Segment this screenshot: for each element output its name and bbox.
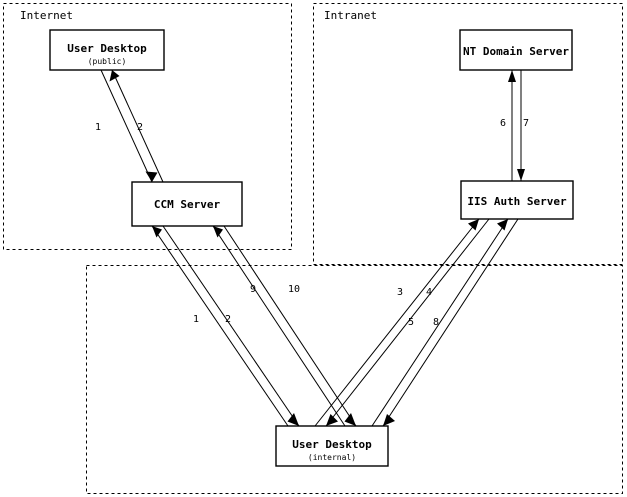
flow-internal-desktop-iis-second xyxy=(371,218,519,427)
step-label-7: 7 xyxy=(523,118,529,129)
step-label-6: 6 xyxy=(500,118,506,129)
arrow-head-step-9 xyxy=(213,226,223,238)
flow-line-step-3 xyxy=(314,218,480,427)
zone-intranet-boundary xyxy=(313,3,623,265)
step-label-10: 10 xyxy=(288,284,300,295)
arrow-head-step-3 xyxy=(468,219,479,231)
node-user-desktop-internal-label: User Desktop xyxy=(292,438,372,451)
node-ccm-server-box[interactable] xyxy=(131,181,243,227)
flow-iis-nt-domain xyxy=(508,70,525,181)
zone-internal-group xyxy=(86,265,623,494)
node-ccm-server[interactable]: CCM Server xyxy=(131,181,243,227)
node-user-desktop-internal-box[interactable] xyxy=(275,425,389,467)
node-user-desktop-public-sublabel: (public) xyxy=(88,57,127,66)
node-iis-auth-server-label: IIS Auth Server xyxy=(467,195,567,208)
arrow-head-step-1-public xyxy=(145,171,158,182)
flow-line-step-4 xyxy=(325,218,490,427)
flow-line-step-10 xyxy=(223,225,357,427)
step-labels-group: 1 2 1 2 9 10 3 4 5 8 6 7 xyxy=(95,118,529,328)
step-label-4: 4 xyxy=(426,287,432,298)
step-label-3: 3 xyxy=(397,287,403,298)
flow-line-step-8 xyxy=(382,218,519,427)
node-user-desktop-internal[interactable]: User Desktop (internal) xyxy=(275,425,389,467)
arrow-head-step-6 xyxy=(508,70,516,82)
node-user-desktop-internal-sublabel: (internal) xyxy=(308,453,356,462)
node-ccm-server-label: CCM Server xyxy=(154,198,221,211)
flow-line-step-1-internal xyxy=(151,225,289,427)
node-nt-domain-server-box[interactable] xyxy=(459,29,573,71)
node-iis-auth-server[interactable]: IIS Auth Server xyxy=(460,180,574,220)
node-user-desktop-public-box[interactable] xyxy=(49,29,165,71)
node-user-desktop-public-label: User Desktop xyxy=(67,42,147,55)
flow-internal-desktop-iis-first xyxy=(314,218,490,427)
node-user-desktop-public[interactable]: User Desktop (public) xyxy=(49,29,165,71)
zone-internal-boundary xyxy=(86,265,623,494)
arrow-head-step-2-public xyxy=(109,70,120,82)
arrow-head-step-10 xyxy=(344,413,356,426)
flow-line-step-5 xyxy=(371,218,509,427)
arrow-head-step-5 xyxy=(497,219,508,231)
arrow-head-step-4 xyxy=(326,414,338,426)
arrow-head-step-8 xyxy=(383,414,395,426)
flow-line-step-2-internal xyxy=(162,225,300,427)
zone-intranet-group: Intranet xyxy=(313,3,623,265)
flow-line-step-9 xyxy=(212,225,346,427)
flow-line-step-1-public xyxy=(100,69,153,183)
node-iis-auth-server-box[interactable] xyxy=(460,180,574,220)
zone-intranet-label: Intranet xyxy=(324,9,377,22)
node-nt-domain-server-label: NT Domain Server xyxy=(463,45,569,58)
arrow-head-step-2-internal xyxy=(287,413,299,426)
arrow-head-step-1-internal xyxy=(152,226,162,238)
zone-internet-label: Internet xyxy=(20,9,73,22)
step-label-2-internal: 2 xyxy=(225,314,231,325)
step-label-9: 9 xyxy=(250,284,256,295)
zone-internet-boundary xyxy=(3,3,292,250)
flow-internal-desktop-ccm-auth xyxy=(151,225,300,427)
step-label-8: 8 xyxy=(433,317,439,328)
zone-internet-group: Internet xyxy=(3,3,292,250)
step-label-1-internal: 1 xyxy=(193,314,199,325)
flow-internal-desktop-ccm-session xyxy=(212,225,357,427)
flow-line-step-2-public xyxy=(111,69,164,183)
step-label-1-public: 1 xyxy=(95,122,101,133)
node-nt-domain-server[interactable]: NT Domain Server xyxy=(459,29,573,71)
arrow-head-step-7 xyxy=(517,169,525,181)
step-label-2-public: 2 xyxy=(137,122,143,133)
step-label-5: 5 xyxy=(408,317,414,328)
flow-public-desktop-ccm xyxy=(100,69,164,183)
